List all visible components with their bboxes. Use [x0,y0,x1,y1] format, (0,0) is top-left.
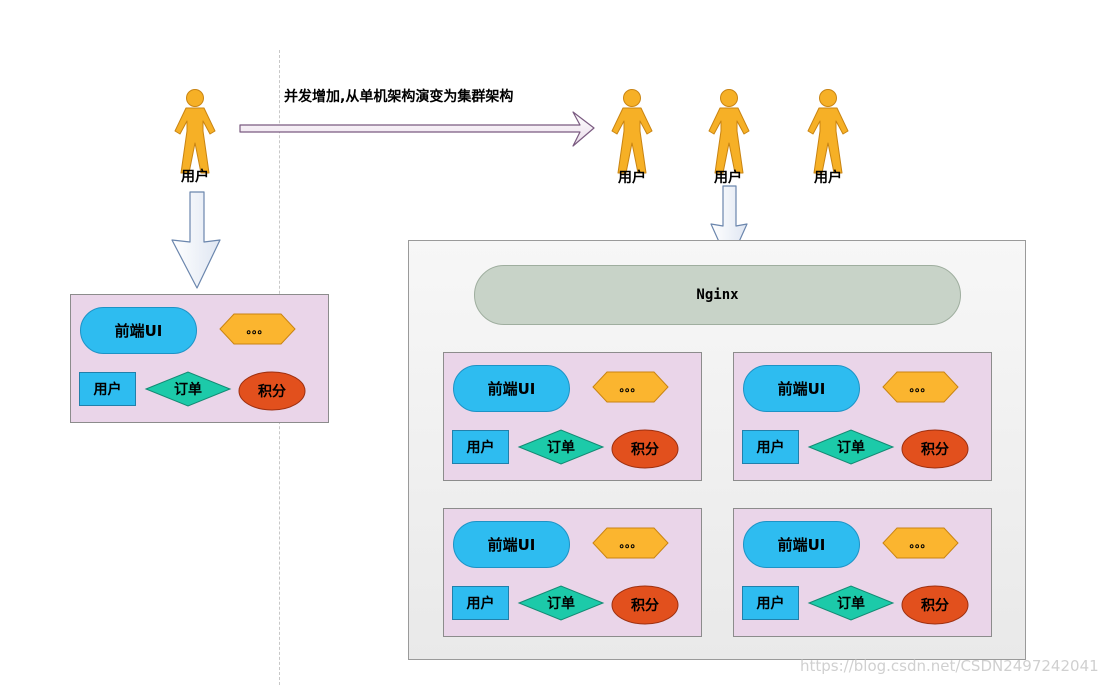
user-label: 用户 [181,169,209,185]
diagram-headline: 并发增加,从单机架构演变为集群架构 [284,89,514,105]
user-label: 用户 [814,170,842,186]
user-module-node: 用户 [742,430,799,464]
watermark: https://blog.csdn.net/CSDN2497242041 [800,657,1099,675]
user-module-node: 用户 [452,430,509,464]
user-label: 用户 [714,170,742,186]
person-icon [708,89,750,174]
frontend-ui-node: 前端UI [453,365,570,412]
evolution-arrow [239,111,595,147]
user-module-node: 用户 [742,586,799,620]
down-arrow-icon [171,191,221,289]
person-icon [807,89,849,174]
person-icon [174,89,216,174]
frontend-ui-node: 前端UI [743,365,860,412]
person-icon [611,89,653,174]
user-module-node: 用户 [79,372,136,406]
frontend-ui-node: 前端UI [743,521,860,568]
user-label: 用户 [618,170,646,186]
frontend-ui-node: 前端UI [453,521,570,568]
frontend-ui-node: 前端UI [80,307,197,354]
nginx-node: Nginx [474,265,961,325]
user-module-node: 用户 [452,586,509,620]
